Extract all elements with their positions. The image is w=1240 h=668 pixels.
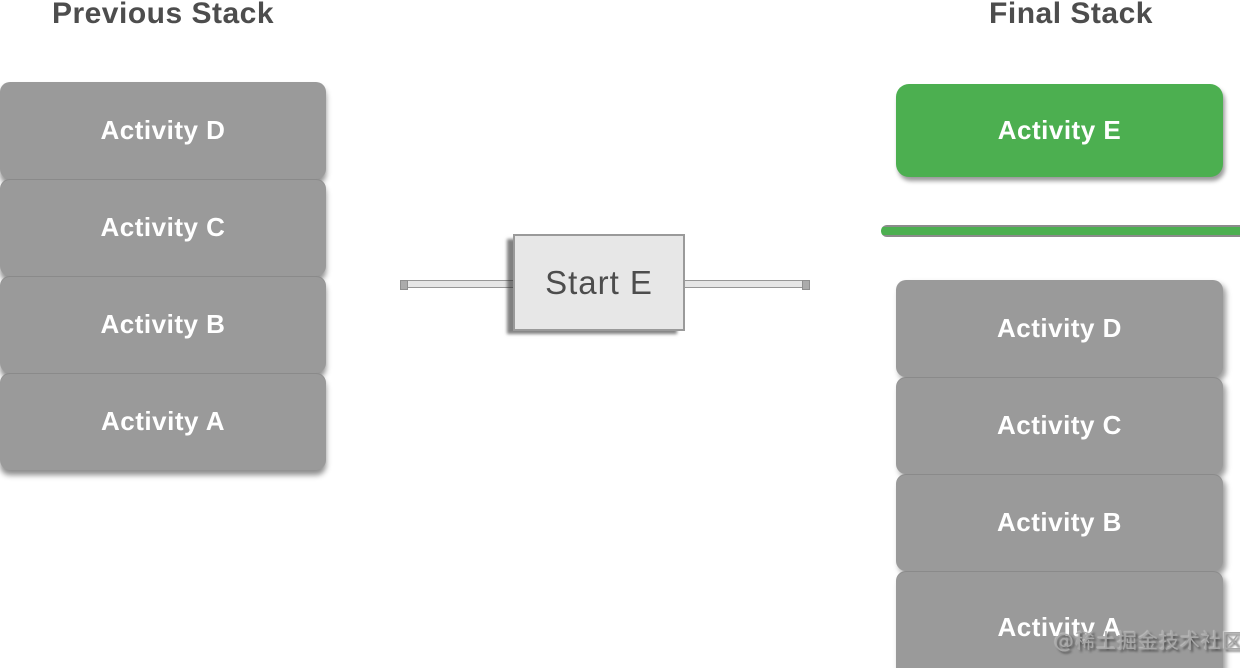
previous-stack-title: Previous Stack — [51, 0, 275, 30]
activity-label: Activity A — [101, 406, 225, 436]
connector-left-cap — [400, 280, 408, 290]
start-e-label: Start E — [545, 263, 653, 301]
previous-stack-activity-a: Activity A — [0, 373, 326, 470]
final-stack-activity-b: Activity B — [896, 474, 1223, 571]
activity-label: Activity D — [100, 115, 226, 145]
final-stack: Activity D Activity C Activity B Activit… — [896, 280, 1223, 668]
activity-label: Activity C — [100, 212, 226, 242]
activity-label: Activity D — [997, 313, 1122, 343]
start-e-node: Start E — [513, 234, 685, 331]
final-stack-activity-c: Activity C — [896, 377, 1223, 474]
final-stack-new-activity-e: Activity E — [896, 84, 1223, 177]
previous-stack-activity-d: Activity D — [0, 82, 326, 179]
final-stack-activity-a: Activity A — [896, 571, 1223, 668]
previous-stack: Activity D Activity C Activity B Activit… — [0, 82, 326, 470]
previous-stack-activity-b: Activity B — [0, 276, 326, 373]
activity-label: Activity C — [997, 410, 1122, 440]
final-stack-activity-d: Activity D — [896, 280, 1223, 377]
final-stack-title: Final Stack — [989, 0, 1153, 30]
stack-insertion-line — [881, 225, 1240, 237]
previous-stack-activity-c: Activity C — [0, 179, 326, 276]
juejin-watermark: @稀土掘金技术社区 — [1054, 629, 1240, 653]
activity-label: Activity B — [997, 507, 1122, 537]
activity-label: Activity A — [997, 611, 1122, 642]
activity-label: Activity B — [100, 309, 226, 339]
activity-label: Activity E — [997, 115, 1122, 145]
connector-right-cap — [802, 280, 810, 290]
